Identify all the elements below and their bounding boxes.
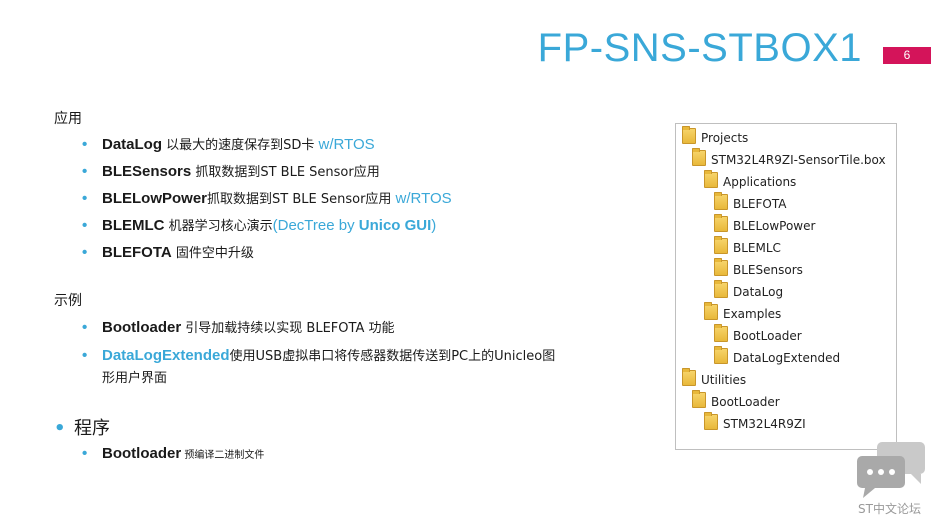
folder-icon	[714, 258, 728, 276]
tree-node[interactable]: BootLoader	[692, 390, 780, 410]
tree-node[interactable]: Applications	[704, 170, 796, 190]
tree-node[interactable]: BLEFOTA	[714, 192, 786, 212]
list-item: •BLELowPower抓取数据到ST BLE Sensor应用 w/RTOS	[82, 190, 452, 207]
folder-icon	[714, 324, 728, 342]
folder-icon	[692, 148, 706, 166]
list-item: •BLEFOTA 固件空中升级	[82, 244, 254, 261]
page-number-badge: 6	[883, 47, 931, 64]
folder-icon	[682, 126, 696, 144]
bullet-icon: •	[82, 163, 88, 180]
tree-node[interactable]: STM32L4R9ZI	[704, 412, 806, 432]
bullet-icon: •	[82, 136, 88, 153]
forum-logo-text: ST中文论坛	[858, 502, 921, 516]
list-item: •BLEMLC 机器学习核心演示(DecTree by Unico GUI)	[82, 217, 437, 234]
tree-node[interactable]: DataLogExtended	[714, 346, 840, 366]
tree-node[interactable]: Examples	[704, 302, 781, 322]
folder-icon	[714, 214, 728, 232]
bullet-icon: •	[82, 217, 88, 234]
list-item: •DataLogExtended使用USB虚拟串口将传感器数据传送到PC上的Un…	[82, 347, 556, 364]
section-heading-examples: 示例	[54, 293, 82, 309]
tree-node[interactable]: BootLoader	[714, 324, 802, 344]
bullet-icon: •	[82, 244, 88, 261]
list-item: •BLESensors 抓取数据到ST BLE Sensor应用	[82, 163, 380, 180]
bullet-icon: •	[82, 190, 88, 207]
folder-icon	[682, 368, 696, 386]
bullet-icon: •	[82, 445, 88, 462]
section-heading-applications: 应用	[54, 111, 82, 127]
chat-bubbles-icon	[857, 442, 925, 498]
list-item: •DataLog 以最大的速度保存到SD卡 w/RTOS	[82, 136, 375, 153]
list-item: •Bootloader 引导加载持续以实现 BLEFOTA 功能	[82, 319, 395, 336]
bullet-icon: •	[54, 418, 66, 439]
folder-icon	[704, 302, 718, 320]
tree-node[interactable]: Projects	[682, 126, 748, 146]
folder-icon	[714, 346, 728, 364]
list-item-continuation: 形用户界面	[102, 371, 168, 386]
folder-icon	[704, 170, 718, 188]
bullet-icon: •	[82, 319, 88, 336]
bullet-icon: •	[82, 347, 88, 364]
tree-node[interactable]: BLESensors	[714, 258, 803, 278]
folder-icon	[704, 412, 718, 430]
tree-node[interactable]: STM32L4R9ZI-SensorTile.box	[692, 148, 886, 168]
tree-node[interactable]: BLEMLC	[714, 236, 781, 256]
folder-icon	[714, 236, 728, 254]
folder-icon	[714, 192, 728, 210]
folder-icon	[692, 390, 706, 408]
folder-icon	[714, 280, 728, 298]
folder-tree-panel: Projects STM32L4R9ZI-SensorTile.box Appl…	[675, 123, 897, 450]
list-item: •Bootloader 预编译二进制文件	[82, 445, 265, 462]
slide-title: FP-SNS-STBOX1	[537, 26, 862, 70]
section-heading-programs: •程序	[54, 418, 110, 439]
tree-node[interactable]: BLELowPower	[714, 214, 815, 234]
tree-node[interactable]: Utilities	[682, 368, 746, 388]
tree-node[interactable]: DataLog	[714, 280, 783, 300]
